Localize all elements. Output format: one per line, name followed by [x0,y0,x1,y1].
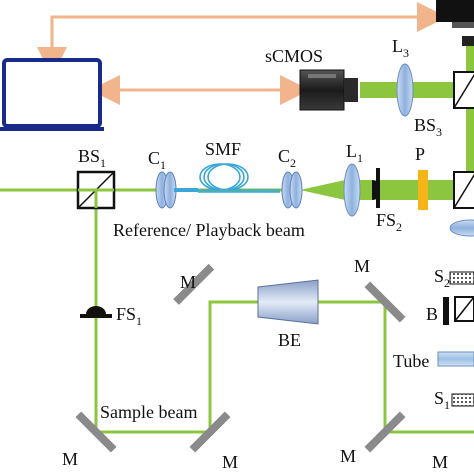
label-l1: L1 [346,141,363,165]
label-fs2: FS2 [376,210,402,234]
beam-right-vertical [466,45,474,200]
sample-tube [437,351,474,367]
mirror-top-left [173,263,215,305]
beam-splitter-right [453,171,474,209]
beam-cone-c2-l1 [300,180,345,200]
beam-to-camera [360,82,474,98]
label-sample-beam: Sample beam [100,402,197,422]
label-m-top-right: M [354,256,370,276]
polarizer-p [418,170,428,210]
lens-right-lower [449,219,474,237]
label-bs1: BS1 [78,146,106,170]
label-reference-beam: Reference/ Playback beam [113,220,305,240]
slm-device-icon [436,0,474,28]
label-scmos: sCMOS [265,46,323,66]
label-m-bottom-far: M [432,452,448,472]
beam-splitter-bs3 [453,71,474,109]
mirror-bottom-mid [189,411,231,453]
computer-icon [0,58,104,131]
beam-block-b [443,297,449,325]
sensor-s2 [449,271,474,285]
device-mount [462,36,474,46]
shutter-fs1 [80,306,112,318]
scmos-camera-icon [299,69,358,111]
trigger-arrow [37,2,447,77]
label-tube: Tube [393,351,429,371]
sensor-s1 [451,393,474,407]
label-c2: C2 [278,146,296,170]
mirror-bottom-left [75,411,117,453]
label-p: P [415,144,425,164]
lens-l1 [343,163,361,217]
label-s1: S1 [434,388,450,412]
mirror-top-right [364,281,406,323]
mirror-bottom-right [364,411,406,453]
label-m-top-left: M [180,272,196,292]
label-fs1: FS1 [116,304,142,328]
signal-arrows [37,2,447,105]
label-m-bottom-left: M [62,449,78,469]
label-be: BE [278,330,301,350]
label-b: B [426,304,438,324]
lens-l3 [396,63,414,117]
label-c1: C1 [148,148,166,172]
shutter-fs2 [372,168,380,208]
label-l3: L3 [392,36,409,60]
beam-splitter-small [454,296,474,322]
beam-expander-be [257,279,319,325]
label-m-bottom-mid: M [222,452,238,472]
label-smf: SMF [205,139,241,159]
collimator-c1 [155,171,198,209]
label-s2: S2 [434,266,450,290]
fiber-coil-smf [198,163,280,193]
collimator-c2 [281,171,303,209]
label-bs3: BS3 [414,115,442,139]
label-m-bottom-right: M [340,446,356,466]
